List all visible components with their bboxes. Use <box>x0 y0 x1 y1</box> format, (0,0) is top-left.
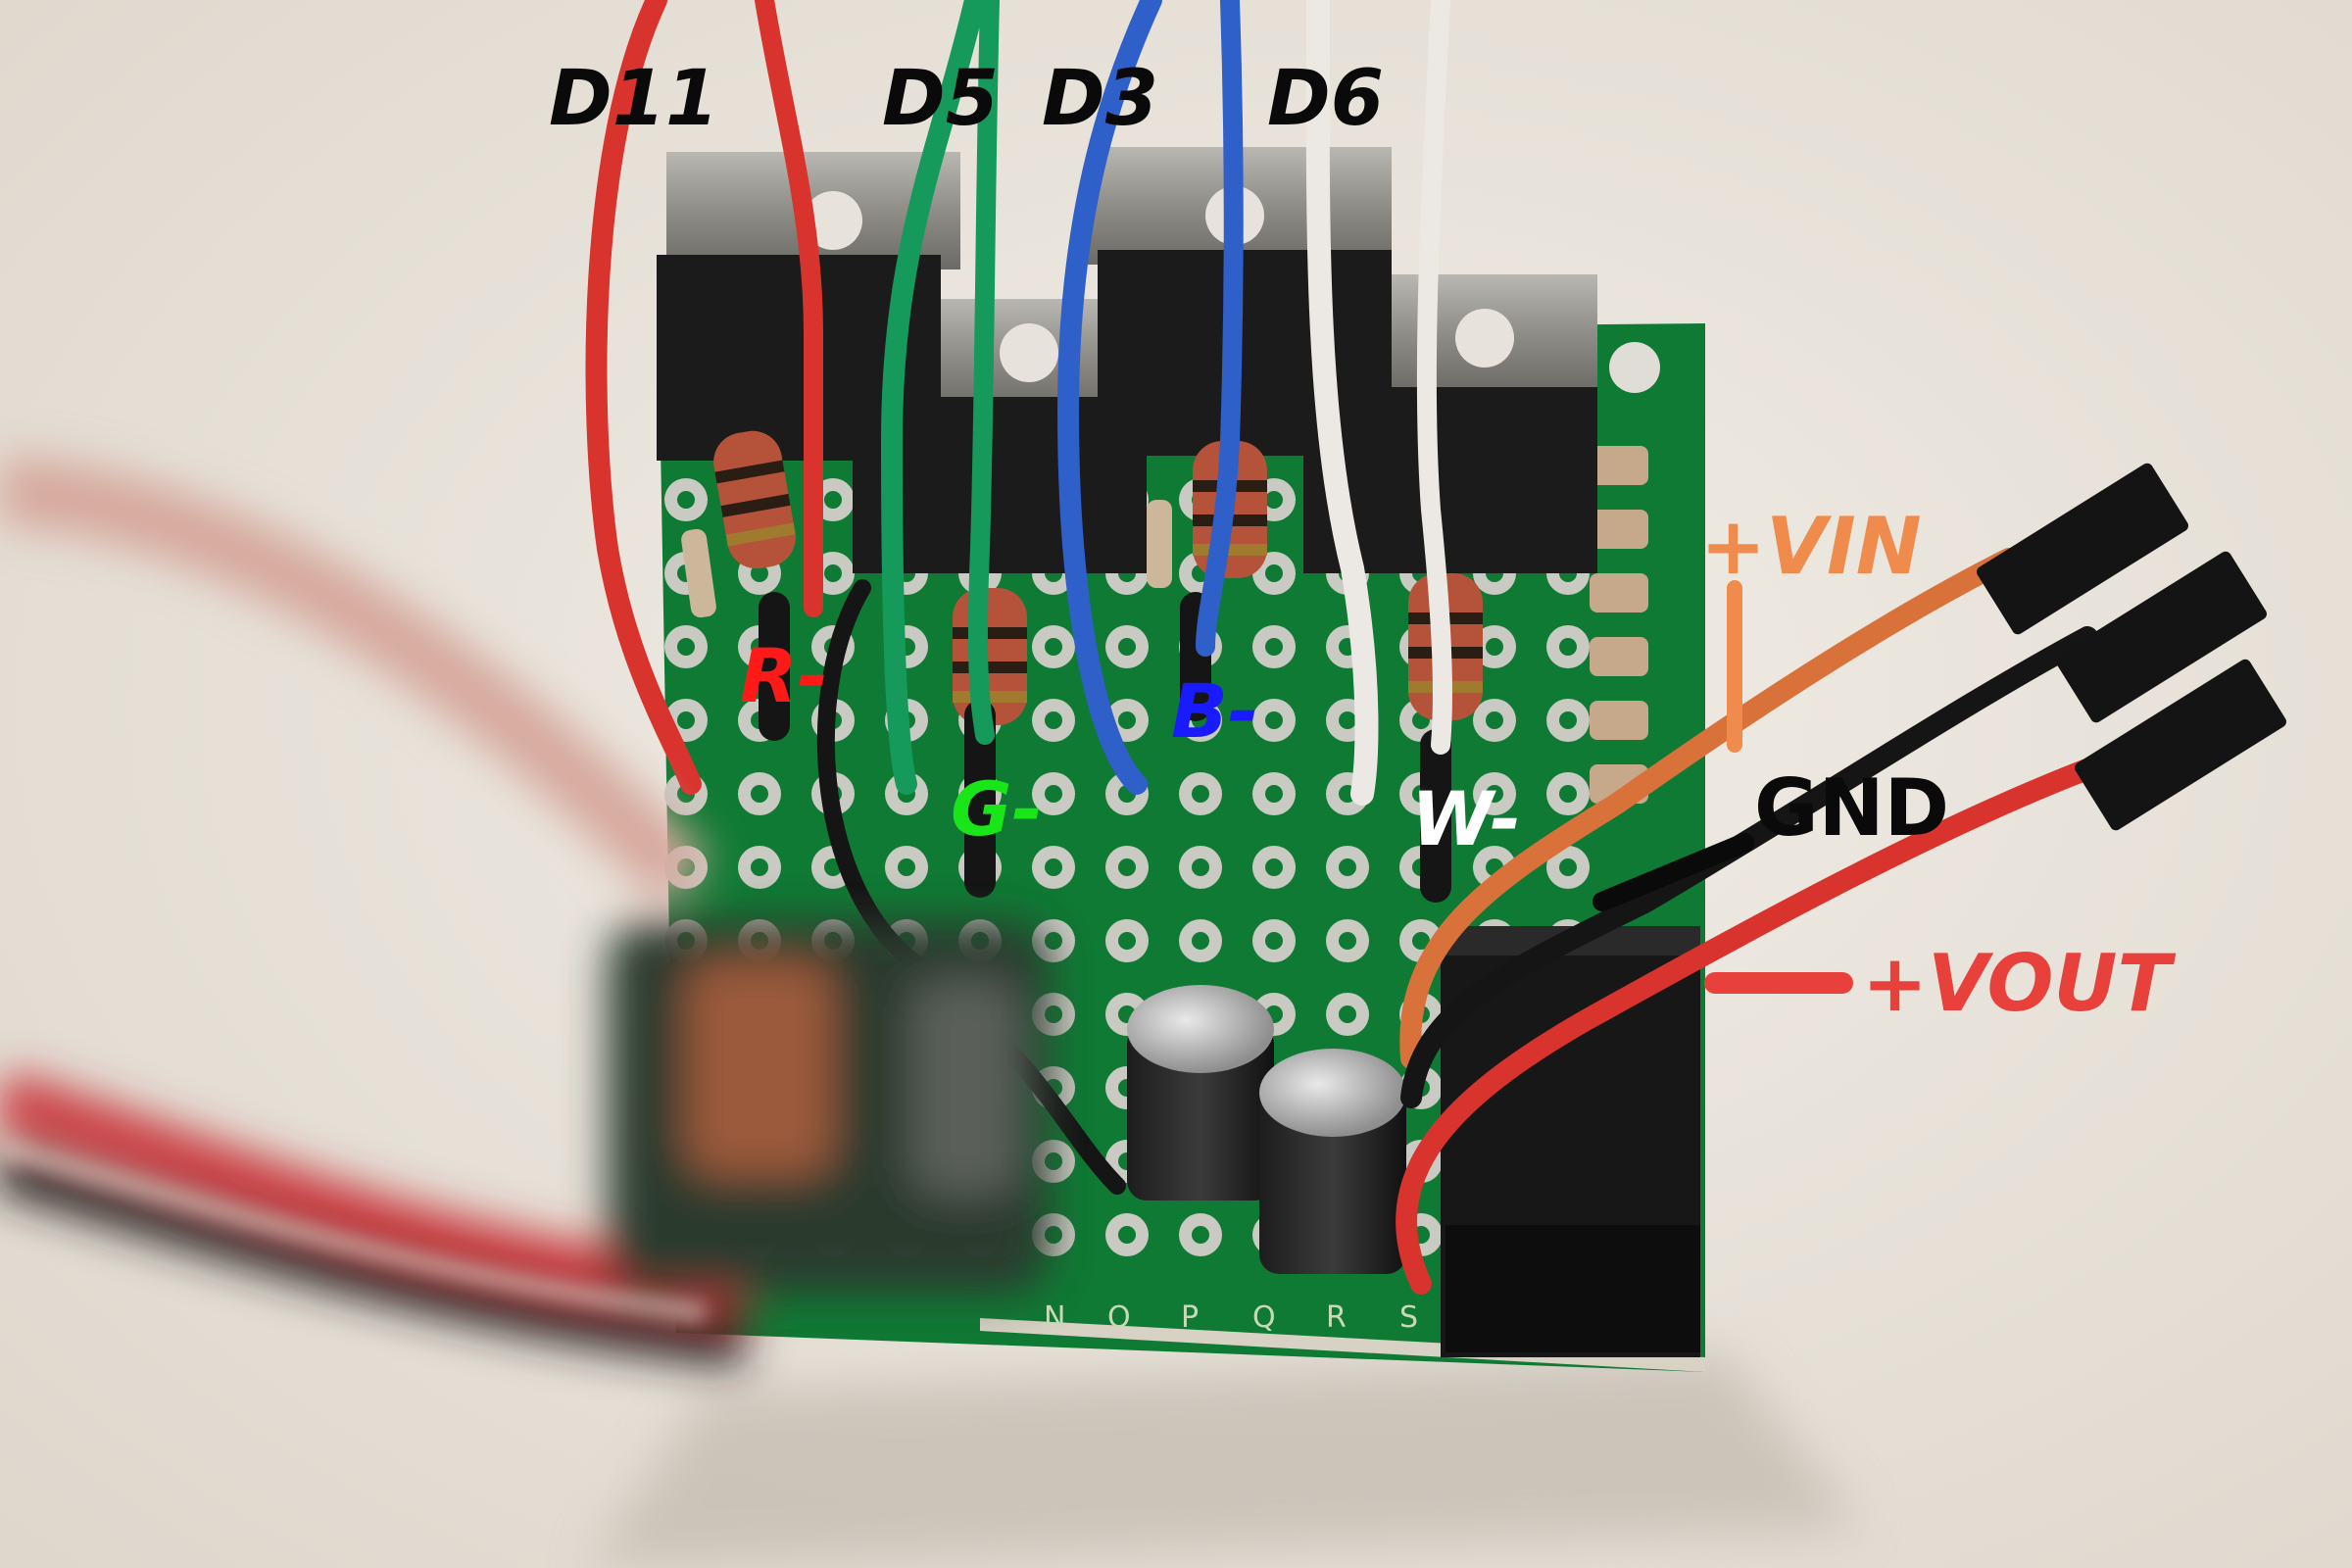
pad-hole <box>898 858 915 876</box>
pad-hole <box>1339 858 1356 876</box>
gnd-marker <box>1592 833 1754 911</box>
pad-hole <box>1559 785 1577 803</box>
pad-hole <box>1192 785 1209 803</box>
pad-hole <box>677 491 695 509</box>
board-row-letter: P <box>1181 1300 1200 1335</box>
pad-hole <box>1192 932 1209 950</box>
pad-hole <box>1192 858 1209 876</box>
pad-hole <box>1486 711 1503 729</box>
pad-hole <box>1045 711 1062 729</box>
pad-hole <box>677 711 695 729</box>
pad-hole <box>1265 491 1283 509</box>
pad-hole <box>1045 932 1062 950</box>
pad-hole <box>677 638 695 656</box>
pad-hole <box>1559 638 1577 656</box>
board-shadow <box>588 1352 1862 1568</box>
pad-hole <box>1118 1226 1136 1244</box>
channel-label-blue: B- <box>1171 667 1259 755</box>
pad-hole <box>1265 858 1283 876</box>
pin-label-d3: D3 <box>1042 55 1159 143</box>
pad-hole <box>1192 1226 1209 1244</box>
board-row-letter: S <box>1399 1300 1419 1335</box>
pad-hole <box>1045 1226 1062 1244</box>
board-row-letter: O <box>1107 1300 1131 1335</box>
pad-hole <box>751 785 768 803</box>
blurred-cable-edge <box>0 1136 708 1324</box>
pad-hole <box>1118 858 1136 876</box>
pin-label-d5: D5 <box>882 55 1000 143</box>
pad-hole <box>1486 638 1503 656</box>
pad-hole <box>1118 638 1136 656</box>
pad-hole <box>751 858 768 876</box>
dupont-connectors <box>1977 463 2286 831</box>
pad-hole <box>1265 564 1283 582</box>
pad-hole <box>1559 711 1577 729</box>
channel-label-red: R- <box>740 632 829 719</box>
pad-hole <box>1265 932 1283 950</box>
blurred-foreground <box>0 456 1049 1367</box>
pad-hole <box>751 564 768 582</box>
pad-hole <box>1045 858 1062 876</box>
signal-wires <box>585 0 1452 1195</box>
pad-hole <box>1045 1005 1062 1023</box>
pad-hole <box>1339 1005 1356 1023</box>
pad-hole <box>1118 711 1136 729</box>
edge-pads <box>1590 446 1648 804</box>
pin-label-d11: D11 <box>549 55 719 143</box>
pad-hole <box>1045 1152 1062 1170</box>
pin-label-d6: D6 <box>1267 55 1385 143</box>
pad-hole <box>824 564 842 582</box>
power-label-gnd: GND <box>1754 762 1950 854</box>
power-wires <box>1396 548 2137 1295</box>
pad-hole <box>1118 932 1136 950</box>
power-label-vout: +VOUT <box>1862 938 2172 1029</box>
pad-hole <box>1339 711 1356 729</box>
board-row-letter: Q <box>1252 1300 1276 1335</box>
pad-hole <box>824 491 842 509</box>
pad-hole <box>1559 858 1577 876</box>
board-row-letter: N <box>1044 1300 1066 1335</box>
pad-hole <box>1265 711 1283 729</box>
channel-label-green: G- <box>951 765 1043 853</box>
power-label-vin: +VIN <box>1700 501 1922 592</box>
pad-hole <box>1412 932 1430 950</box>
pad-hole <box>1339 932 1356 950</box>
pad-hole <box>1045 785 1062 803</box>
channel-label-white: W- <box>1411 775 1521 862</box>
pad-hole <box>1045 638 1062 656</box>
board-row-letter: R <box>1326 1300 1347 1335</box>
pad-hole <box>1265 638 1283 656</box>
capacitors <box>1127 985 1406 1274</box>
pad-hole <box>1265 785 1283 803</box>
pad-hole <box>1486 785 1503 803</box>
